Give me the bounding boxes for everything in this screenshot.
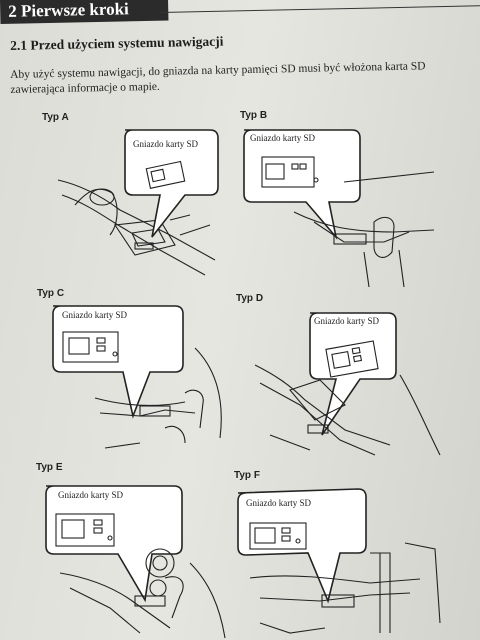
figure-d-callout: Gniazdo karty SD	[314, 316, 379, 326]
figure-a-illustration	[57, 129, 219, 276]
section-title: 2.1 Przed użyciem systemu nawigacji	[10, 33, 224, 53]
chapter-header: 2 Pierwsze kroki	[0, 0, 169, 24]
figure-d-illustration	[254, 312, 441, 456]
figure-c-callout: Gniazdo karty SD	[62, 310, 127, 320]
figure-e-callout: Gniazdo karty SD	[58, 490, 123, 500]
figure-f-label: Typ F	[234, 470, 260, 481]
figure-b-callout: Gniazdo karty SD	[250, 133, 315, 143]
figure-a-callout: Gniazdo karty SD	[133, 139, 198, 149]
header-rule	[160, 5, 480, 13]
figure-c-illustration	[52, 305, 222, 449]
figure-e-label: Typ E	[36, 462, 63, 473]
figure-f-illustration	[237, 488, 441, 634]
figure-e-illustration	[45, 485, 226, 639]
figure-b-illustration	[243, 129, 435, 288]
figure-c-label: Typ C	[37, 288, 65, 299]
figure-b-label: Typ B	[240, 110, 268, 121]
figure-f-callout: Gniazdo karty SD	[246, 498, 311, 508]
figure-a-label: Typ A	[42, 112, 69, 123]
figure-d-label: Typ D	[236, 293, 264, 304]
intro-paragraph: Aby użyć systemu nawigacji, do gniazda n…	[10, 60, 426, 96]
